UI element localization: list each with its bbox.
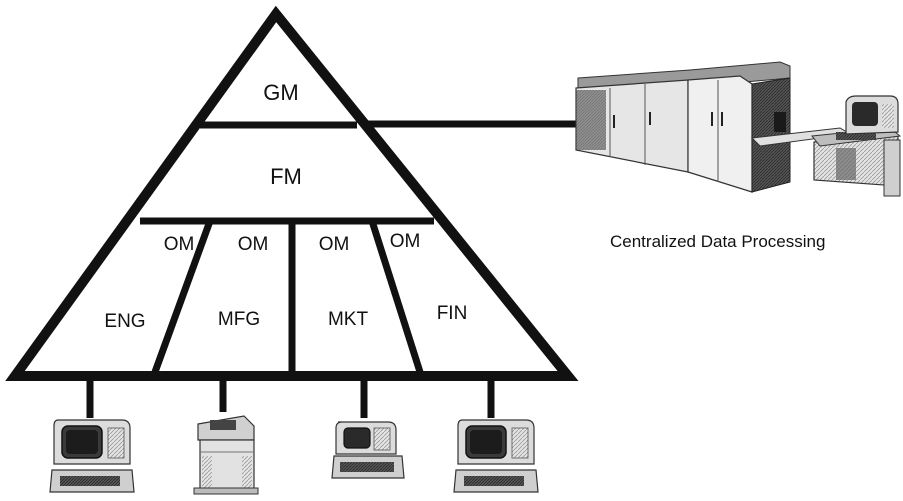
divider-mkt-fin (368, 219, 424, 374)
om-label-mfg: OM (238, 234, 269, 255)
dept-label-eng: ENG (104, 311, 145, 332)
dept-label-mfg: MFG (218, 309, 260, 330)
level-label-gm: GM (263, 80, 298, 105)
level-label-fm: FM (270, 164, 302, 189)
central-caption: Centralized Data Processing (610, 232, 825, 251)
om-label-fin: OM (390, 231, 421, 252)
divider-eng-mfg (151, 219, 214, 374)
terminal-icon (331, 421, 405, 479)
organization-pyramid: GM FM OM OM OM OM ENG MFG MKT FIN (5, 5, 579, 381)
dept-label-mkt: MKT (328, 309, 369, 330)
terminal-icon (453, 419, 539, 493)
dept-label-fin: FIN (437, 303, 468, 324)
printer-icon (193, 415, 259, 495)
terminal-icon (49, 419, 135, 493)
om-label-eng: OM (164, 234, 195, 255)
mainframe-computer-icon (575, 61, 902, 197)
om-label-mkt: OM (319, 234, 350, 255)
pyramid-outline (5, 5, 579, 381)
